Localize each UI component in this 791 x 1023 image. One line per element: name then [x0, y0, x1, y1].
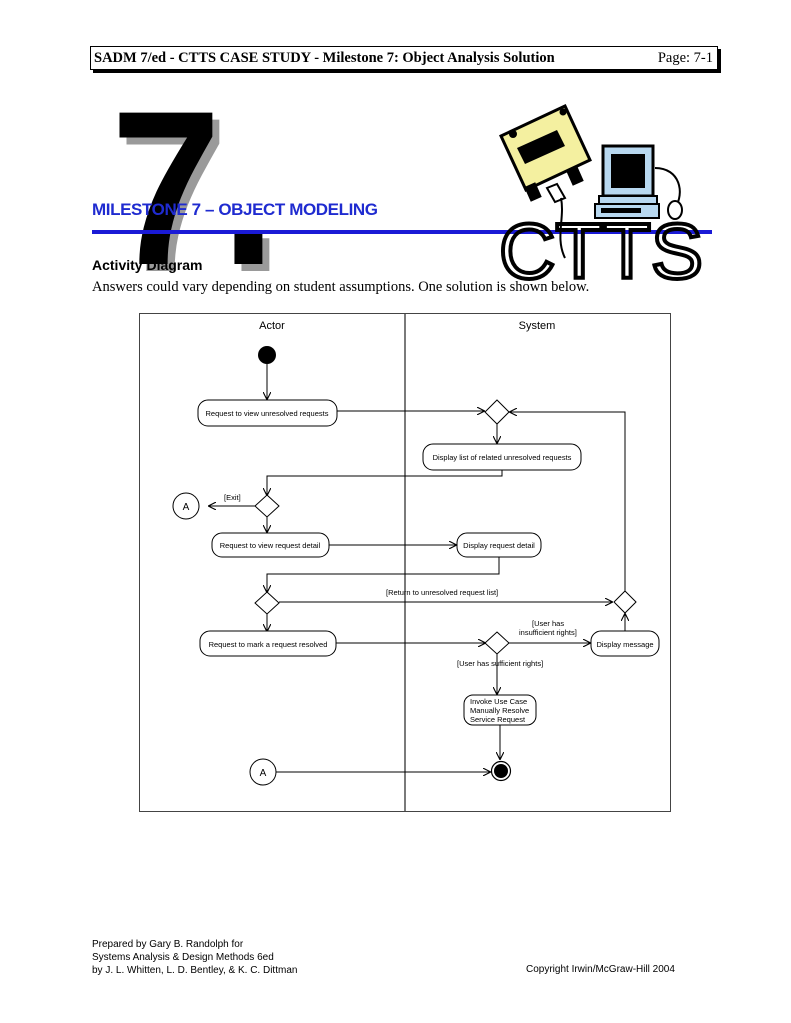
header-page-number: Page: 7-1 [657, 50, 713, 66]
action-request-unresolved-label: Request to view unresolved requests [206, 409, 329, 418]
action-invoke-line1: Invoke Use Case [470, 697, 527, 706]
ctts-logo-text: CTTS [499, 207, 703, 288]
connector-a-top-label: A [183, 502, 190, 513]
action-invoke-line2: Manually Resolve [470, 706, 529, 715]
action-display-list-label: Display list of related unresolved reque… [433, 453, 572, 462]
action-request-detail: Request to view request detail [211, 532, 330, 558]
page-header: SADM 7/ed - CTTS CASE STUDY - Milestone … [90, 46, 718, 70]
guard-insufficient-line1: [User has [532, 619, 564, 628]
blue-divider [92, 230, 712, 234]
merge-node-right [613, 590, 637, 614]
ctts-logo: CTTS [497, 104, 705, 288]
computer-monitor-icon [594, 144, 683, 220]
footer-line2: Systems Analysis & Design Methods 6ed [92, 952, 274, 963]
action-display-message: Display message [590, 630, 660, 657]
guard-exit: [Exit] [224, 493, 241, 502]
guard-insufficient-line2: insufficient rights] [519, 628, 577, 637]
action-invoke-line3: Service Request [470, 715, 526, 724]
guard-sufficient: [User has sufficient rights] [457, 659, 543, 668]
section-title: Activity Diagram [92, 257, 203, 273]
guard-return-list: [Return to unresolved request list] [386, 588, 498, 597]
final-node [490, 760, 512, 782]
footer-line1: Prepared by Gary B. Randolph for [92, 939, 244, 950]
initial-node [258, 346, 276, 364]
activity-diagram: Actor System Request to view unresolved … [139, 313, 671, 812]
milestone-title: MILESTONE 7 – OBJECT MODELING [92, 200, 378, 219]
action-request-detail-label: Request to view request detail [220, 541, 321, 550]
footer-copyright: Copyright Irwin/McGraw-Hill 2004 [526, 964, 675, 975]
footer-credits: Prepared by Gary B. Randolph for Systems… [92, 938, 297, 977]
action-mark-resolved-label: Request to mark a request resolved [209, 640, 328, 649]
header-title: SADM 7/ed - CTTS CASE STUDY - Milestone … [94, 50, 555, 66]
connector-a-top [172, 492, 200, 520]
footer-line3: by J. L. Whitten, L. D. Bentley, & K. C.… [92, 965, 298, 976]
intro-text: Answers could vary depending on student … [92, 279, 590, 295]
connector-a-bottom-label: A [260, 768, 267, 779]
action-mark-resolved: Request to mark a request resolved [199, 630, 337, 657]
swimlane-actor-label: Actor [259, 320, 285, 332]
action-invoke-use-case: Invoke Use Case Manually Resolve Service… [463, 694, 537, 726]
swimlane-system-label: System [519, 320, 556, 332]
action-request-unresolved: Request to view unresolved requests [197, 399, 338, 427]
action-display-detail-label: Display request detail [463, 541, 535, 550]
connector-plug-icon [499, 104, 592, 204]
action-display-detail: Display request detail [456, 532, 542, 558]
action-display-message-label: Display message [596, 640, 653, 649]
action-display-list: Display list of related unresolved reque… [422, 443, 582, 471]
